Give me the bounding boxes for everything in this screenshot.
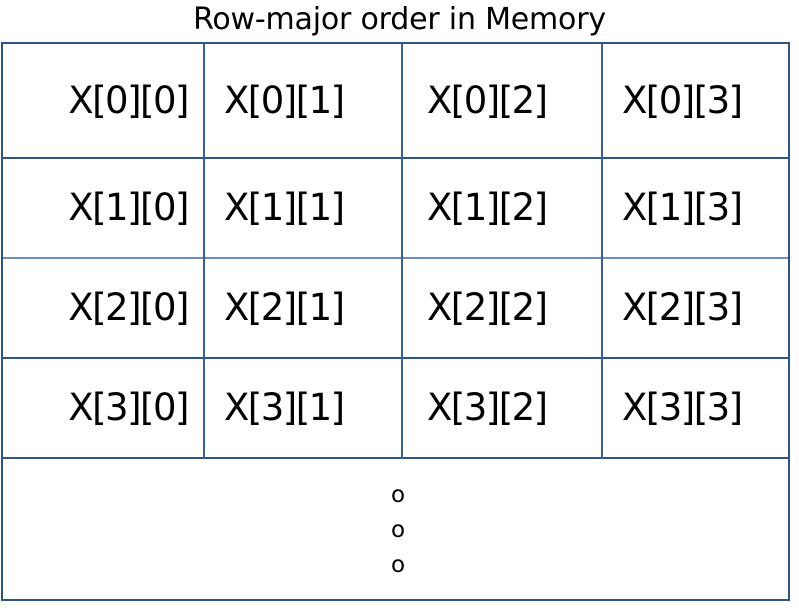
memory-cell: X[3][1] bbox=[223, 385, 345, 429]
memory-cell: X[1][3] bbox=[621, 185, 743, 229]
memory-cell: X[3][3] bbox=[621, 385, 743, 429]
memory-cell: X[2][1] bbox=[223, 285, 345, 329]
memory-cell: X[2][0] bbox=[68, 285, 189, 329]
column-divider bbox=[203, 44, 205, 459]
continuation-row: o o o bbox=[3, 459, 788, 601]
memory-layout-table: X[0][0] X[0][1] X[0][2] X[0][3] X[1][0] … bbox=[1, 42, 790, 601]
memory-cell: X[3][0] bbox=[68, 385, 189, 429]
memory-cell: X[0][0] bbox=[68, 79, 189, 122]
memory-cell: X[2][2] bbox=[426, 285, 548, 329]
table-row: X[3][0] X[3][1] X[3][2] X[3][3] bbox=[3, 357, 788, 457]
row-divider bbox=[3, 257, 788, 259]
column-divider bbox=[601, 44, 603, 459]
page-title: Row-major order in Memory bbox=[193, 2, 606, 37]
table-row: X[0][0] X[0][1] X[0][2] X[0][3] bbox=[3, 44, 788, 157]
row-divider bbox=[3, 157, 788, 159]
row-divider bbox=[3, 357, 788, 359]
row-divider bbox=[3, 457, 788, 459]
table-row: X[1][0] X[1][1] X[1][2] X[1][3] bbox=[3, 157, 788, 257]
memory-cell: X[2][3] bbox=[621, 285, 743, 329]
memory-cell: X[0][3] bbox=[621, 79, 743, 122]
memory-cell: X[1][2] bbox=[426, 185, 548, 229]
column-divider bbox=[401, 44, 403, 459]
ellipsis-dot: o bbox=[390, 481, 406, 508]
memory-cell: X[3][2] bbox=[426, 385, 548, 429]
memory-cell: X[0][2] bbox=[426, 79, 548, 122]
memory-cell: X[1][0] bbox=[68, 185, 189, 229]
ellipsis-dot: o bbox=[390, 516, 406, 543]
ellipsis-dot: o bbox=[390, 551, 406, 578]
memory-cell: X[1][1] bbox=[223, 185, 345, 229]
table-row: X[2][0] X[2][1] X[2][2] X[2][3] bbox=[3, 257, 788, 357]
memory-cell: X[0][1] bbox=[223, 79, 345, 122]
